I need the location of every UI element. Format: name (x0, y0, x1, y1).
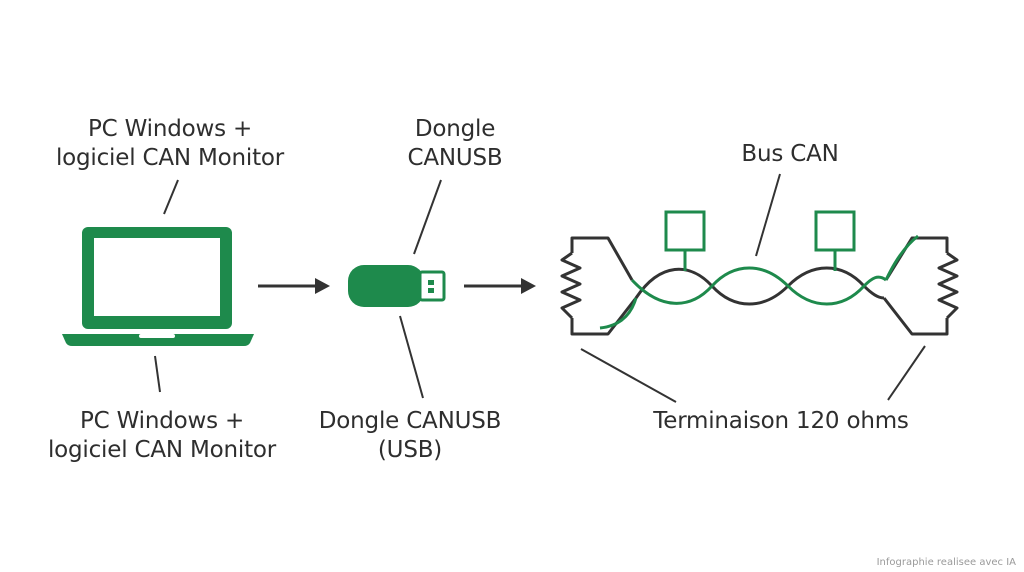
dongle-bottom-label: Dongle CANUSB (USB) (300, 407, 520, 465)
dongle-top-line1: Dongle (414, 116, 496, 142)
can-high-wire (630, 266, 887, 306)
dongle-top-label: Dongle CANUSB (375, 115, 535, 173)
termination-label: Terminaison 120 ohms (636, 407, 926, 436)
can-node-icon (814, 210, 856, 271)
can-bus (560, 210, 959, 336)
dongle-bottom-line1: Dongle CANUSB (318, 408, 502, 434)
bus-leader (755, 173, 781, 257)
termination-left-leader (580, 348, 677, 403)
termination-label-text: Terminaison 120 ohms (653, 408, 909, 434)
bus-label-text: Bus CAN (741, 141, 839, 167)
pc-top-label: PC Windows + logiciel CAN Monitor (40, 115, 300, 173)
pc-top-line2: logiciel CAN Monitor (55, 145, 285, 171)
arrow-right-icon (258, 278, 330, 294)
pc-bottom-leader (154, 355, 161, 393)
pc-bottom-label: PC Windows + logiciel CAN Monitor (32, 407, 292, 465)
pc-bottom-line1: PC Windows + (79, 408, 245, 434)
laptop-icon (62, 227, 254, 346)
pc-top-line1: PC Windows + (87, 116, 253, 142)
dongle-bottom-line2: (USB) (377, 437, 443, 463)
watermark: Infographie realisee avec IA (876, 557, 1016, 568)
can-node-icon (664, 210, 706, 271)
resistor-icon (560, 236, 638, 336)
dongle-top-leader (413, 179, 442, 255)
dongle-top-line2: CANUSB (407, 145, 503, 171)
bus-label: Bus CAN (720, 140, 860, 169)
termination-right-leader (887, 345, 926, 401)
dongle-bottom-leader (399, 315, 424, 399)
pc-top-leader (163, 179, 179, 215)
usb-dongle-icon (348, 265, 446, 307)
pc-bottom-line2: logiciel CAN Monitor (47, 437, 277, 463)
resistor-icon (882, 236, 959, 336)
arrow-right-icon (464, 278, 536, 294)
